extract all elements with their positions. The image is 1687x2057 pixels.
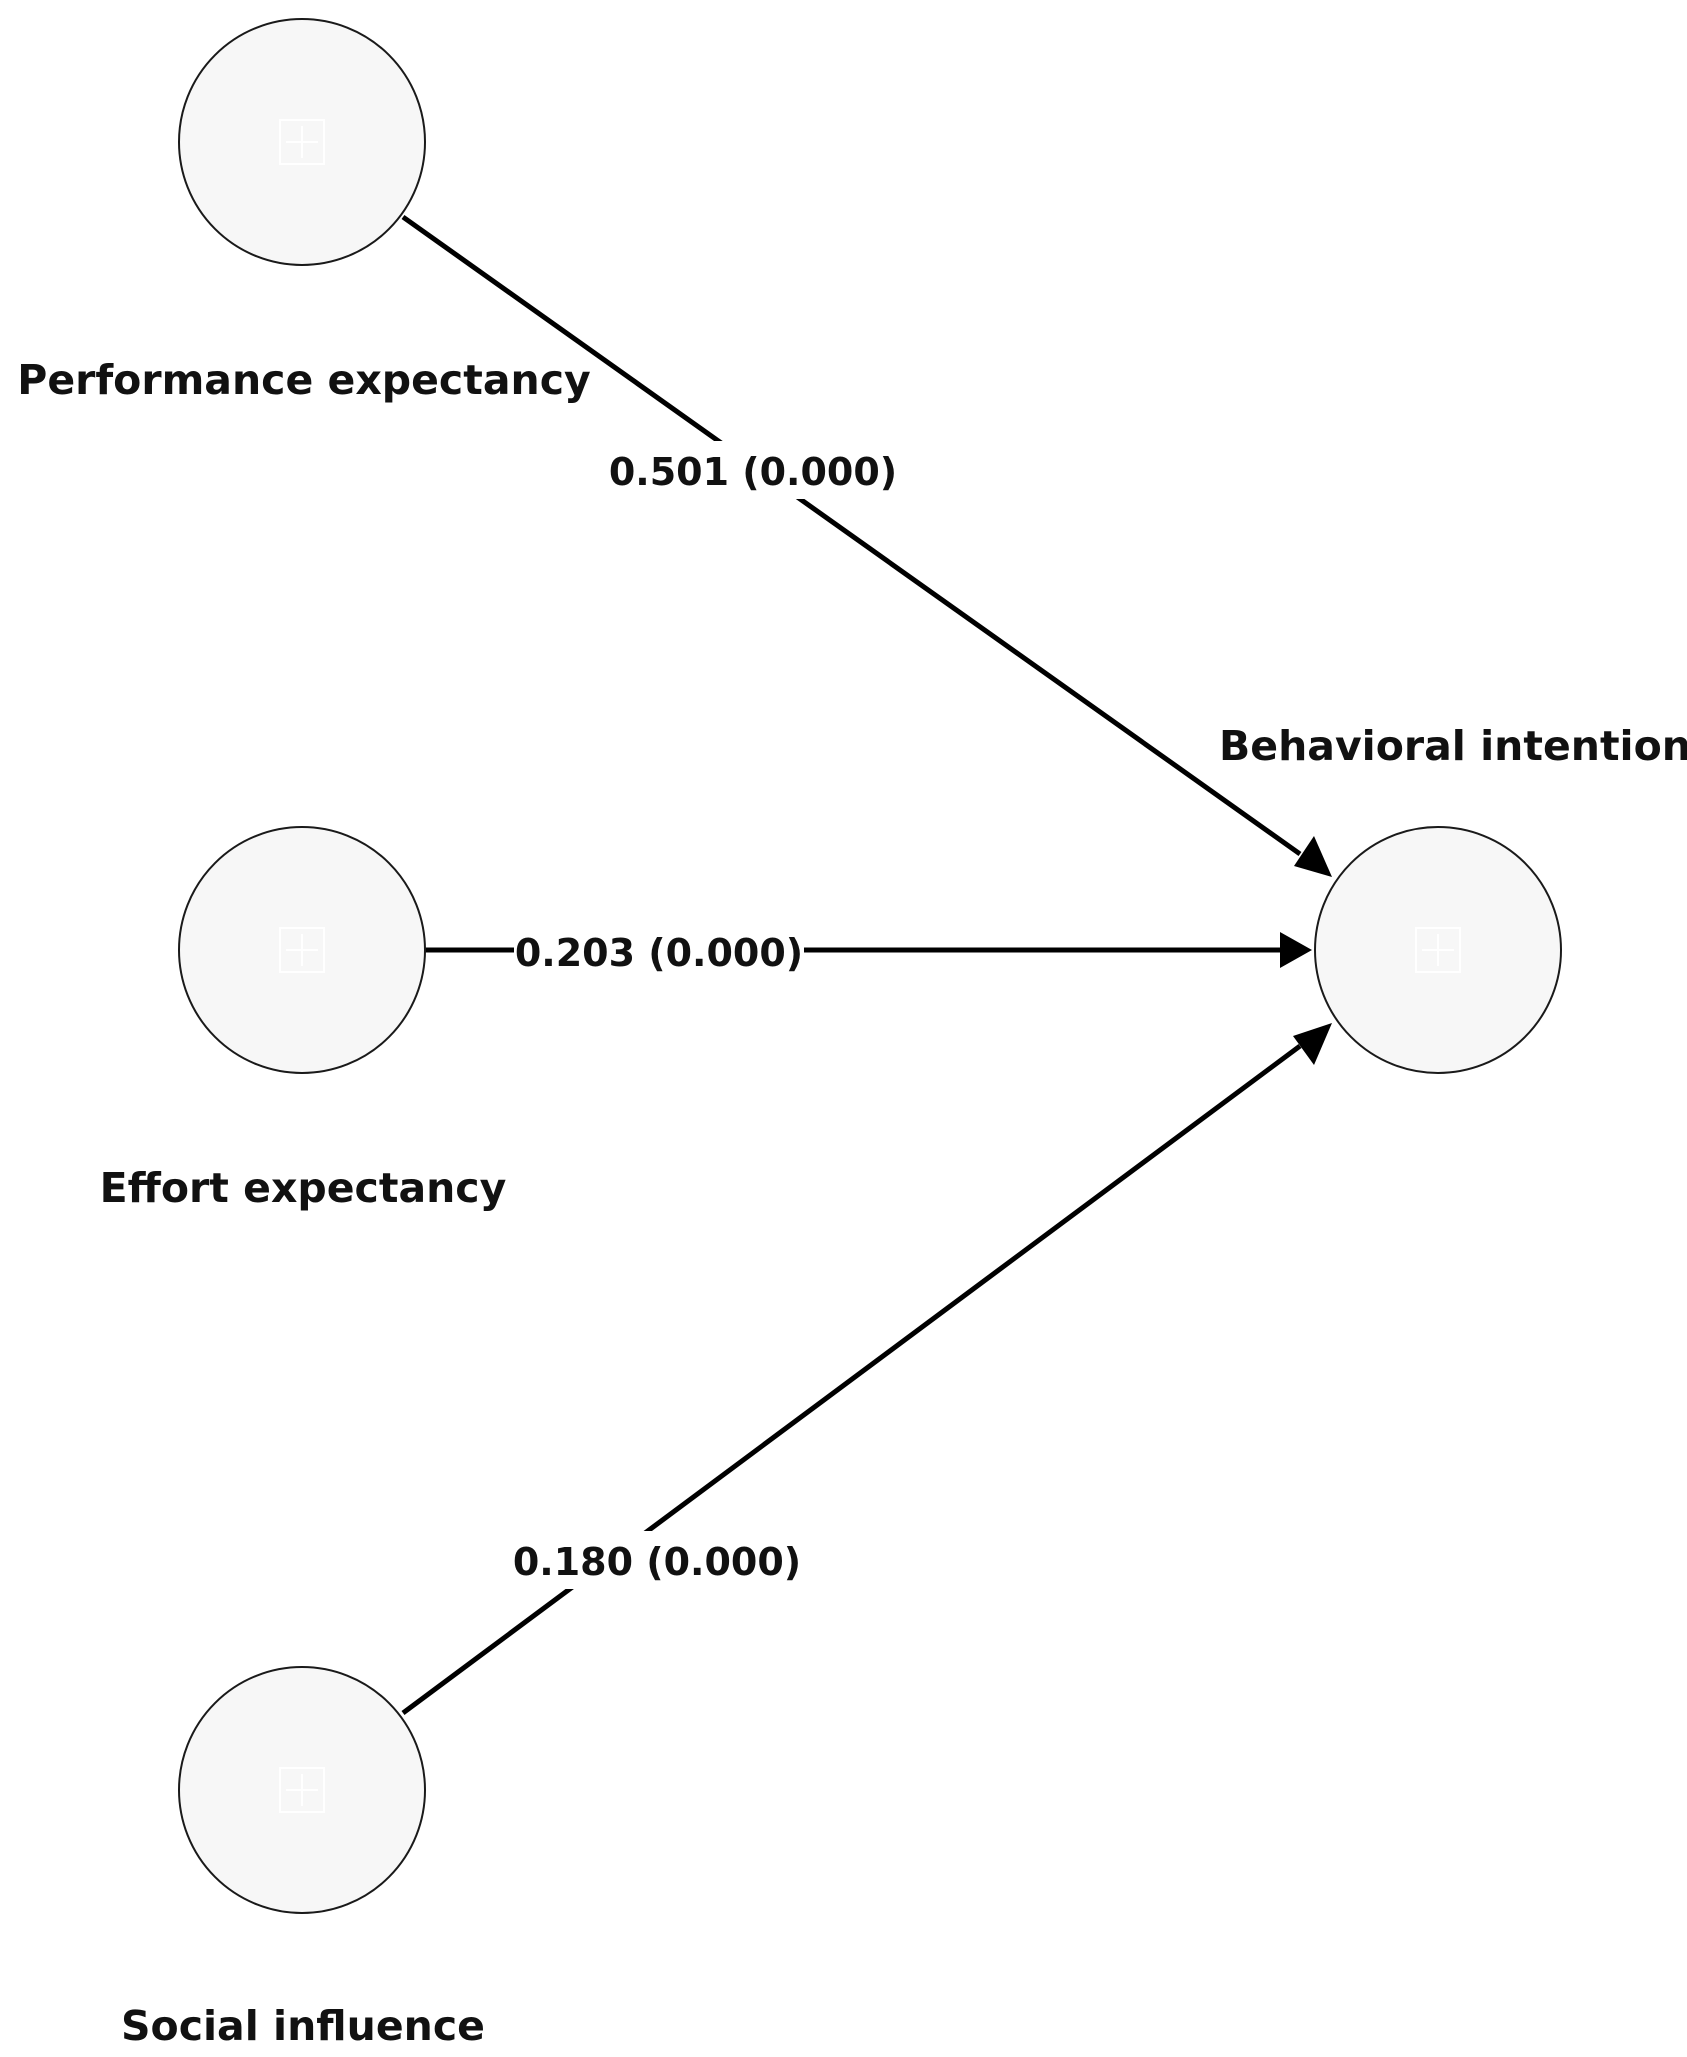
node-effort-expectancy[interactable]: Effort expectancy xyxy=(100,826,507,1212)
expand-icon xyxy=(279,927,325,973)
coef-label-effort: 0.203 (0.000) xyxy=(514,922,804,980)
node-label: Performance expectancy xyxy=(17,356,590,404)
node-social-influence[interactable]: Social influence xyxy=(121,1666,485,2050)
coef-text: 0.203 (0.000) xyxy=(515,931,803,975)
path-line xyxy=(401,214,1302,857)
node-label: Behavioral intention xyxy=(1219,722,1687,770)
node-label: Social influence xyxy=(121,2002,485,2050)
node-performance-expectancy[interactable]: Performance expectancy xyxy=(17,18,591,404)
path-social-to-behavioral xyxy=(401,1023,1332,1716)
coef-label-social: 0.180 (0.000) xyxy=(512,1531,802,1589)
expand-icon xyxy=(279,119,325,165)
path-line xyxy=(401,1043,1302,1716)
coef-text: 0.180 (0.000) xyxy=(513,1540,801,1584)
expand-icon xyxy=(279,1767,325,1813)
coef-text: 0.501 (0.000) xyxy=(609,450,897,494)
node-label: Effort expectancy xyxy=(100,1164,507,1212)
arrow-head xyxy=(1280,932,1312,968)
node-behavioral-intention[interactable]: Behavioral intention xyxy=(1219,722,1687,1074)
coef-label-performance: 0.501 (0.000) xyxy=(609,441,897,499)
arrow-head xyxy=(1294,836,1332,877)
arrow-head xyxy=(1293,1023,1332,1065)
expand-icon xyxy=(1415,927,1461,973)
path-performance-to-behavioral xyxy=(401,214,1332,877)
